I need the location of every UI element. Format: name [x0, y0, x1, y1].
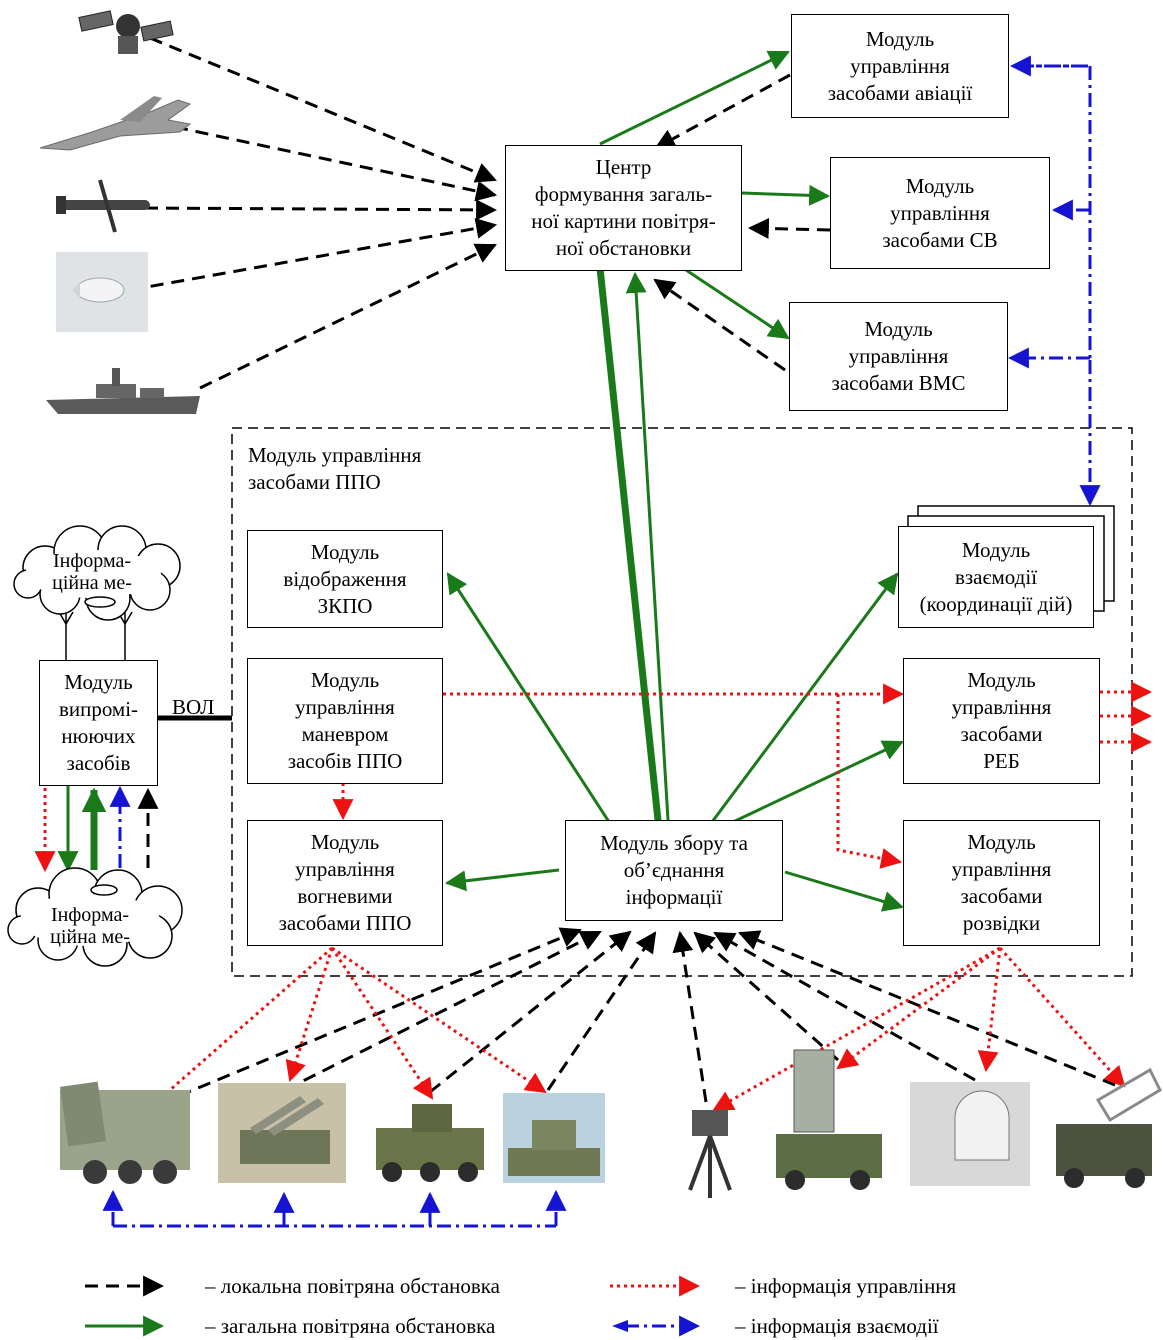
vol-label: ВОЛ	[172, 695, 215, 719]
radar-dome-icon	[910, 1082, 1030, 1186]
emitting-module-box: Модуль випромі- нюючих засобів	[39, 660, 158, 786]
interaction-module-box: Модуль взаємодії (координації дій)	[898, 526, 1094, 628]
interaction-info-arrows	[102, 55, 1101, 1226]
tor-sam-icon	[503, 1093, 605, 1183]
satellite-dish-icon	[84, 596, 116, 608]
optical-sensor-icon	[688, 1110, 732, 1198]
radar-truck-icon	[776, 1049, 882, 1190]
collection-module-box: Модуль збору та об’єднання інформації	[565, 820, 783, 921]
cloud-top-label: Інформа- ційна ме-	[52, 550, 132, 594]
antenna-icon	[58, 611, 133, 660]
warship-icon	[46, 368, 200, 414]
ground-forces-module-box: Модуль управління засобами СВ	[830, 157, 1050, 269]
control-info-arrows	[34, 681, 1153, 1120]
uav-drone-icon	[56, 179, 150, 233]
general-situation-arrows	[57, 50, 905, 912]
ppo-group-label: Модуль управління засобами ППО	[248, 443, 422, 494]
cloud-top-shape	[13, 525, 181, 621]
cloud-bottom-label: Інформа- ційна ме-	[50, 904, 130, 948]
legend-interaction-back-arrowhead	[612, 1320, 628, 1332]
aviation-module-box: Модуль управління засобами авіації	[791, 14, 1009, 118]
legend-control-label: – інформація управління	[735, 1274, 957, 1298]
recon-module-box: Модуль управління засобами розвідки	[903, 820, 1100, 946]
center-box: Центр формування загаль- ної картини пов…	[505, 145, 742, 271]
local-situation-arrows	[129, 36, 1116, 1114]
jet-aircraft-icon	[39, 96, 192, 151]
maneuver-module-box: Модуль управління маневром засобів ППО	[247, 658, 443, 784]
cloud-bottom-shape	[7, 867, 183, 967]
sam-launcher-icon	[60, 1081, 190, 1184]
satellite-dish-icon	[90, 884, 118, 896]
fire-module-box: Модуль управління вогневими засобами ППО	[247, 820, 443, 946]
satellite-icon	[78, 10, 174, 54]
general-situation-thick-down	[596, 267, 673, 871]
legend-local-label: – локальна повітряна обстановка	[205, 1274, 500, 1298]
airship-icon	[56, 252, 148, 332]
legend-interaction-label: – інформація взаємодії	[735, 1314, 939, 1338]
buk-sam-icon	[218, 1083, 346, 1183]
ew-module-box: Модуль управління засобами РЕБ	[903, 658, 1100, 784]
display-module-box: Модуль відображення ЗКПО	[247, 530, 443, 628]
navy-module-box: Модуль управління засобами ВМС	[789, 302, 1008, 411]
antenna-truck-icon	[1056, 1067, 1162, 1188]
legend-general-label: – загальна повітряна обстановка	[205, 1314, 496, 1338]
armored-sam-icon	[376, 1104, 484, 1182]
